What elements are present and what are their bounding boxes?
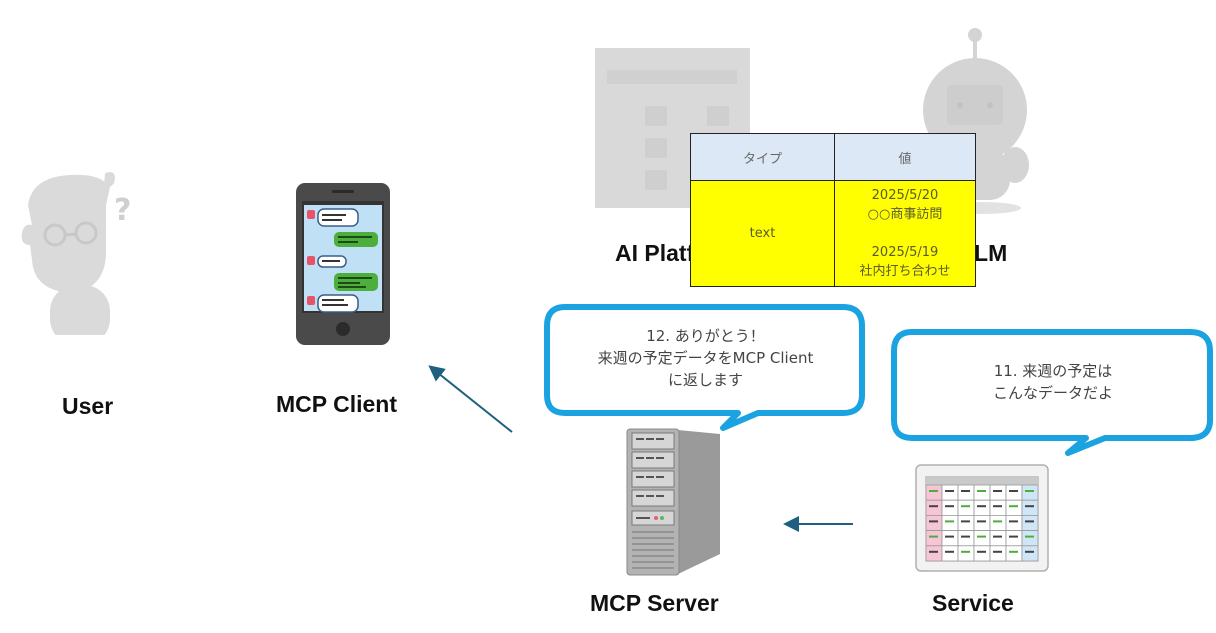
service-bubble-text: 11. 来週の予定は こんなデータだよ (910, 360, 1196, 404)
value-line (835, 224, 975, 243)
table-cell-type: text (690, 180, 835, 287)
schedule-data-table: タイプ 値 text 2025/5/20 ○○商事訪問 2025/5/19 社内… (690, 133, 976, 287)
table-row: text 2025/5/20 ○○商事訪問 2025/5/19 社内打ち合わせ (690, 180, 976, 287)
mcp-server-label: MCP Server (590, 590, 719, 616)
calendar-cell (1021, 545, 1039, 562)
service-speech-bubble (891, 329, 1213, 456)
calendar-icon (915, 464, 1049, 572)
user-label: User (62, 393, 114, 419)
bubble-line: に返します (667, 371, 743, 389)
table-header-type: タイプ (690, 133, 835, 181)
bubble-line: 来週の予定データをMCP Client (597, 349, 814, 367)
table-header-value: 値 (834, 133, 976, 181)
table-cell-value: 2025/5/20 ○○商事訪問 2025/5/19 社内打ち合わせ (834, 180, 976, 287)
bubble-line: こんなデータだよ (992, 384, 1113, 402)
bubble-line: 11. 来週の予定は (993, 362, 1113, 380)
value-line: 2025/5/19 (871, 245, 939, 260)
server-speech-bubble (544, 304, 865, 431)
svg-text:?: ? (114, 193, 131, 228)
mcp-client-label: MCP Client (276, 391, 397, 417)
smartphone-chat-icon (296, 183, 390, 345)
server-bubble-text: 12. ありがとう！ 来週の予定データをMCP Client に返します (563, 325, 848, 391)
value-line: ○○商事訪問 (867, 207, 943, 222)
service-label: Service (932, 590, 1014, 616)
bubble-line: 12. ありがとう！ (646, 327, 765, 345)
table-header-row: タイプ 値 (690, 133, 976, 181)
value-line: 社内打ち合わせ (859, 264, 951, 279)
value-line: 2025/5/20 (871, 188, 939, 203)
arrow-server-to-client (428, 365, 513, 433)
tower-server-icon (626, 428, 720, 576)
confused-man-icon: ? (21, 172, 131, 335)
